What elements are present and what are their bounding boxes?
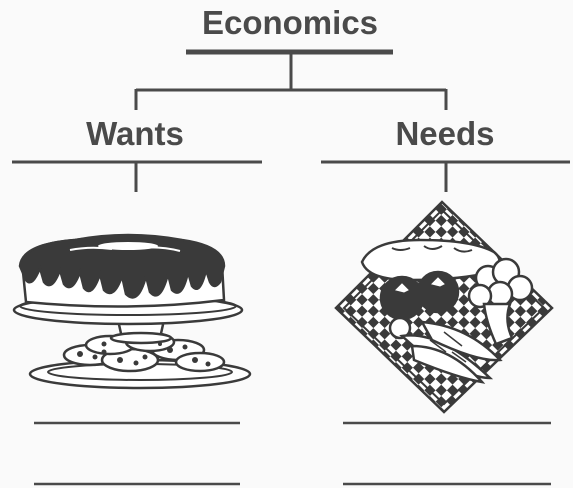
tree-connectors (12, 49, 570, 192)
cauliflower-icon (467, 257, 534, 346)
carrots-icon (399, 320, 503, 384)
bread-vegetables-icon (334, 200, 554, 414)
wants-label: Wants (86, 115, 184, 152)
cake-and-cookies-icon (12, 233, 252, 390)
diagram-title: Economics (201, 4, 379, 41)
needs-label: Needs (395, 115, 495, 152)
writing-lines (34, 421, 551, 486)
tomatoes-icon (379, 270, 460, 321)
